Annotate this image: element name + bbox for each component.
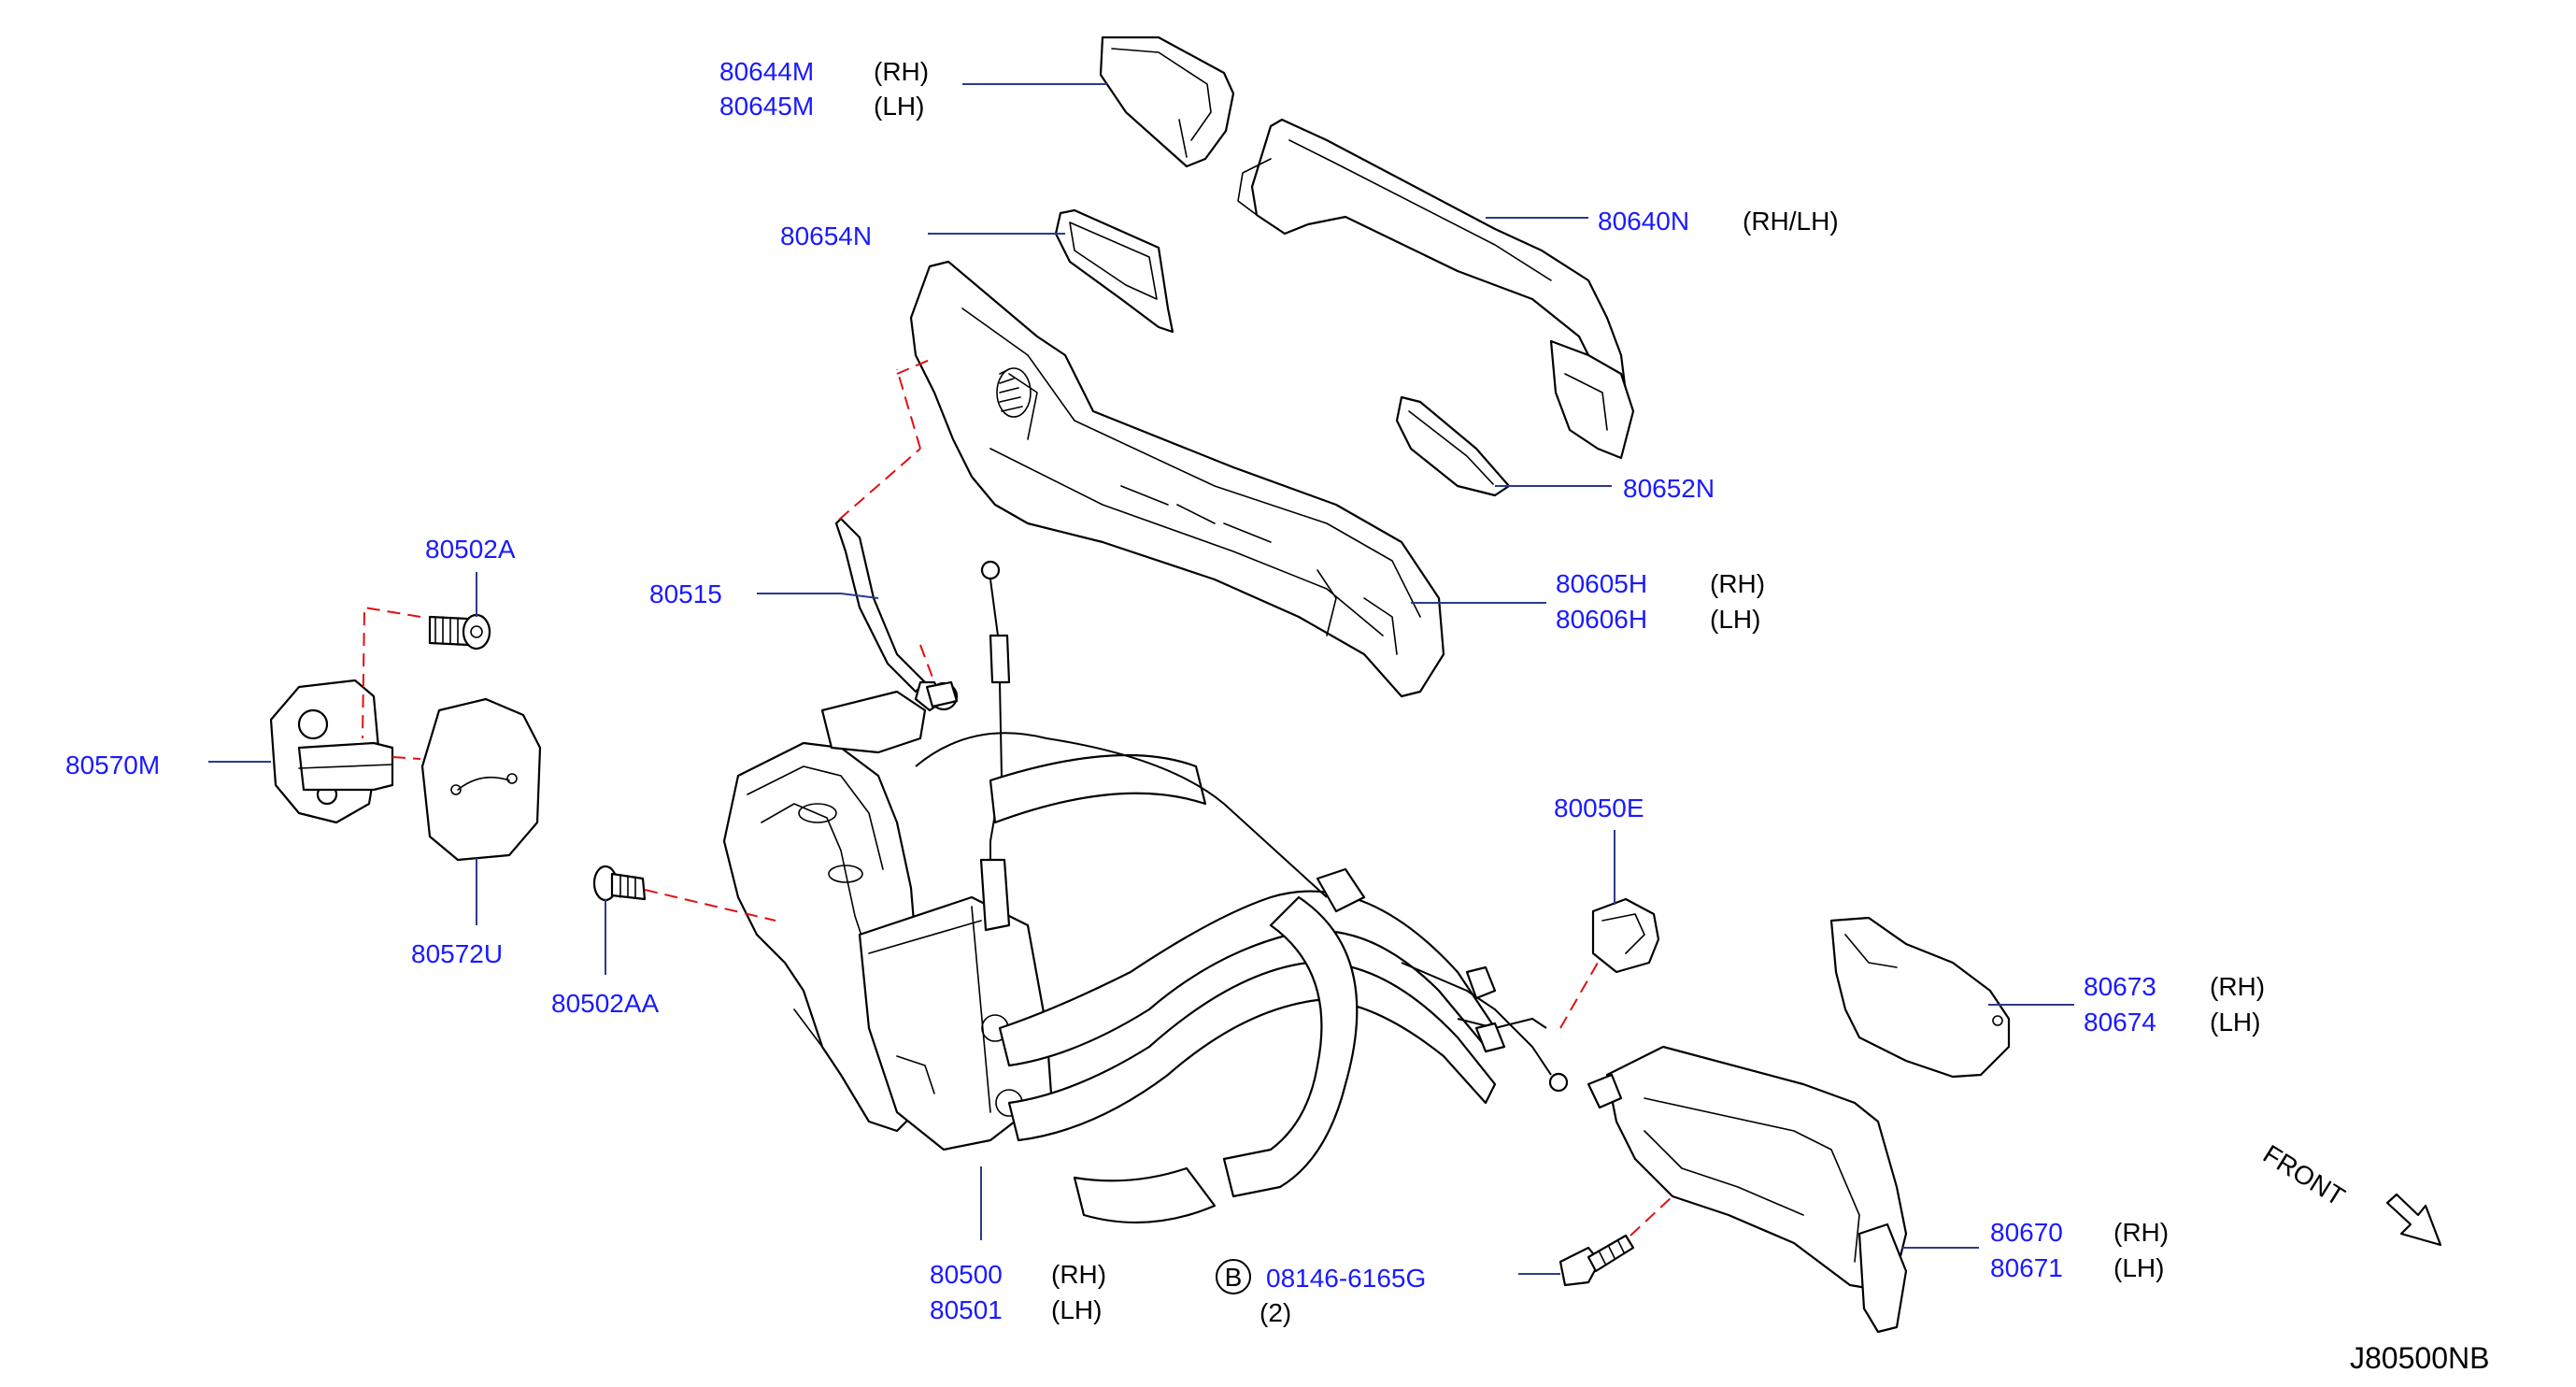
- part-number: 80671: [1990, 1253, 2063, 1282]
- callout-80671: 80671 (LH): [1990, 1253, 2164, 1282]
- part-number: 80673: [2084, 972, 2156, 1001]
- callout-80645M: 80645M (LH): [719, 92, 924, 121]
- part-number: 80606H: [1556, 605, 1647, 634]
- side-note: (LH): [1051, 1295, 1102, 1324]
- callout-80640N: 80640N (RH/LH): [1598, 207, 1839, 236]
- diagram-code: J80500NB: [2350, 1341, 2489, 1375]
- part-number: 80570M: [65, 751, 160, 779]
- callout-80502A: 80502A: [425, 535, 516, 564]
- part-number: 80572U: [411, 939, 503, 968]
- front-direction-indicator: FRONT: [2258, 1139, 2442, 1247]
- part-number: 80500: [930, 1260, 1003, 1289]
- side-note: (RH): [874, 57, 929, 86]
- part-number: 80640N: [1598, 207, 1689, 236]
- clip-drawing: [1591, 897, 1660, 974]
- part-number: 80670: [1990, 1218, 2063, 1247]
- striker-drawing: [269, 679, 394, 824]
- side-note: (RH/LH): [1743, 207, 1839, 236]
- side-note: (LH): [2113, 1253, 2164, 1282]
- callout-80652N: 80652N: [1623, 474, 1715, 503]
- gasket-rear-drawing: [1395, 395, 1511, 497]
- front-arrow-icon: [2385, 1193, 2442, 1247]
- callout-80570M: 80570M: [65, 751, 160, 779]
- inside-handle-cover-drawing: [1829, 916, 2011, 1079]
- part-number: 80605H: [1556, 569, 1647, 598]
- part-number: 80674: [2084, 1008, 2156, 1037]
- cable-loops-drawing: [915, 732, 1569, 1224]
- callout-80515: 80515: [649, 579, 722, 608]
- inside-handle-drawing: [1587, 1045, 1908, 1334]
- badge-letter: B: [1225, 1263, 1243, 1292]
- assembly-lines: [362, 359, 1673, 1237]
- side-note: (LH): [874, 92, 924, 121]
- striker-cover-drawing: [420, 697, 542, 862]
- callout-80050E: 80050E: [1554, 794, 1644, 822]
- callout-80606H: 80606H (LH): [1556, 605, 1760, 634]
- striker-screw-drawing: [428, 613, 491, 651]
- part-number: 80502AA: [551, 989, 660, 1018]
- side-note: (RH): [1710, 569, 1765, 598]
- side-note: (RH): [2113, 1218, 2169, 1247]
- callout-80654N: 80654N: [780, 222, 872, 250]
- side-note: (LH): [1710, 605, 1760, 634]
- gasket-front-drawing: [1054, 208, 1174, 334]
- part-number: 80654N: [780, 222, 872, 250]
- part-number: 80502A: [425, 535, 516, 564]
- callout-08146-6165G: B 08146-6165G (2): [1216, 1259, 1426, 1327]
- side-note: (LH): [2210, 1008, 2260, 1037]
- bolt-drawing: [1558, 1234, 1635, 1287]
- handle-frame-drawing: [909, 260, 1445, 698]
- leader-lines: [208, 83, 2074, 1275]
- part-number: 80050E: [1554, 794, 1644, 822]
- callout-80500: 80500 (RH): [930, 1260, 1106, 1289]
- part-number: 80644M: [719, 57, 814, 86]
- badge-circle: [1216, 1259, 1251, 1294]
- part-number: 08146-6165G: [1266, 1264, 1426, 1293]
- callout-80502AA: 80502AA: [551, 989, 660, 1018]
- callout-80605H: 80605H (RH): [1556, 569, 1765, 598]
- part-number: 80645M: [719, 92, 814, 121]
- rod-drawing: [834, 517, 946, 712]
- part-number: 80501: [930, 1295, 1003, 1324]
- callout-80674: 80674 (LH): [2084, 1008, 2260, 1037]
- part-number: 80515: [649, 579, 722, 608]
- handle-escutcheon-drawing: [1099, 36, 1235, 168]
- lock-screw-drawing: [592, 865, 647, 902]
- outside-handle-drawing: [1237, 118, 1635, 460]
- quantity-note: (2): [1260, 1298, 1291, 1327]
- side-note: (RH): [1051, 1260, 1106, 1289]
- callout-80501: 80501 (LH): [930, 1295, 1102, 1324]
- callout-80572U: 80572U: [411, 939, 503, 968]
- side-note: (RH): [2210, 972, 2265, 1001]
- part-number: 80652N: [1623, 474, 1715, 503]
- callout-80644M: 80644M (RH): [719, 57, 929, 86]
- door-lock-actuator-drawing: [722, 680, 1053, 1151]
- front-label: FRONT: [2258, 1139, 2350, 1211]
- callout-80670: 80670 (RH): [1990, 1218, 2169, 1247]
- callout-80673: 80673 (RH): [2084, 972, 2265, 1001]
